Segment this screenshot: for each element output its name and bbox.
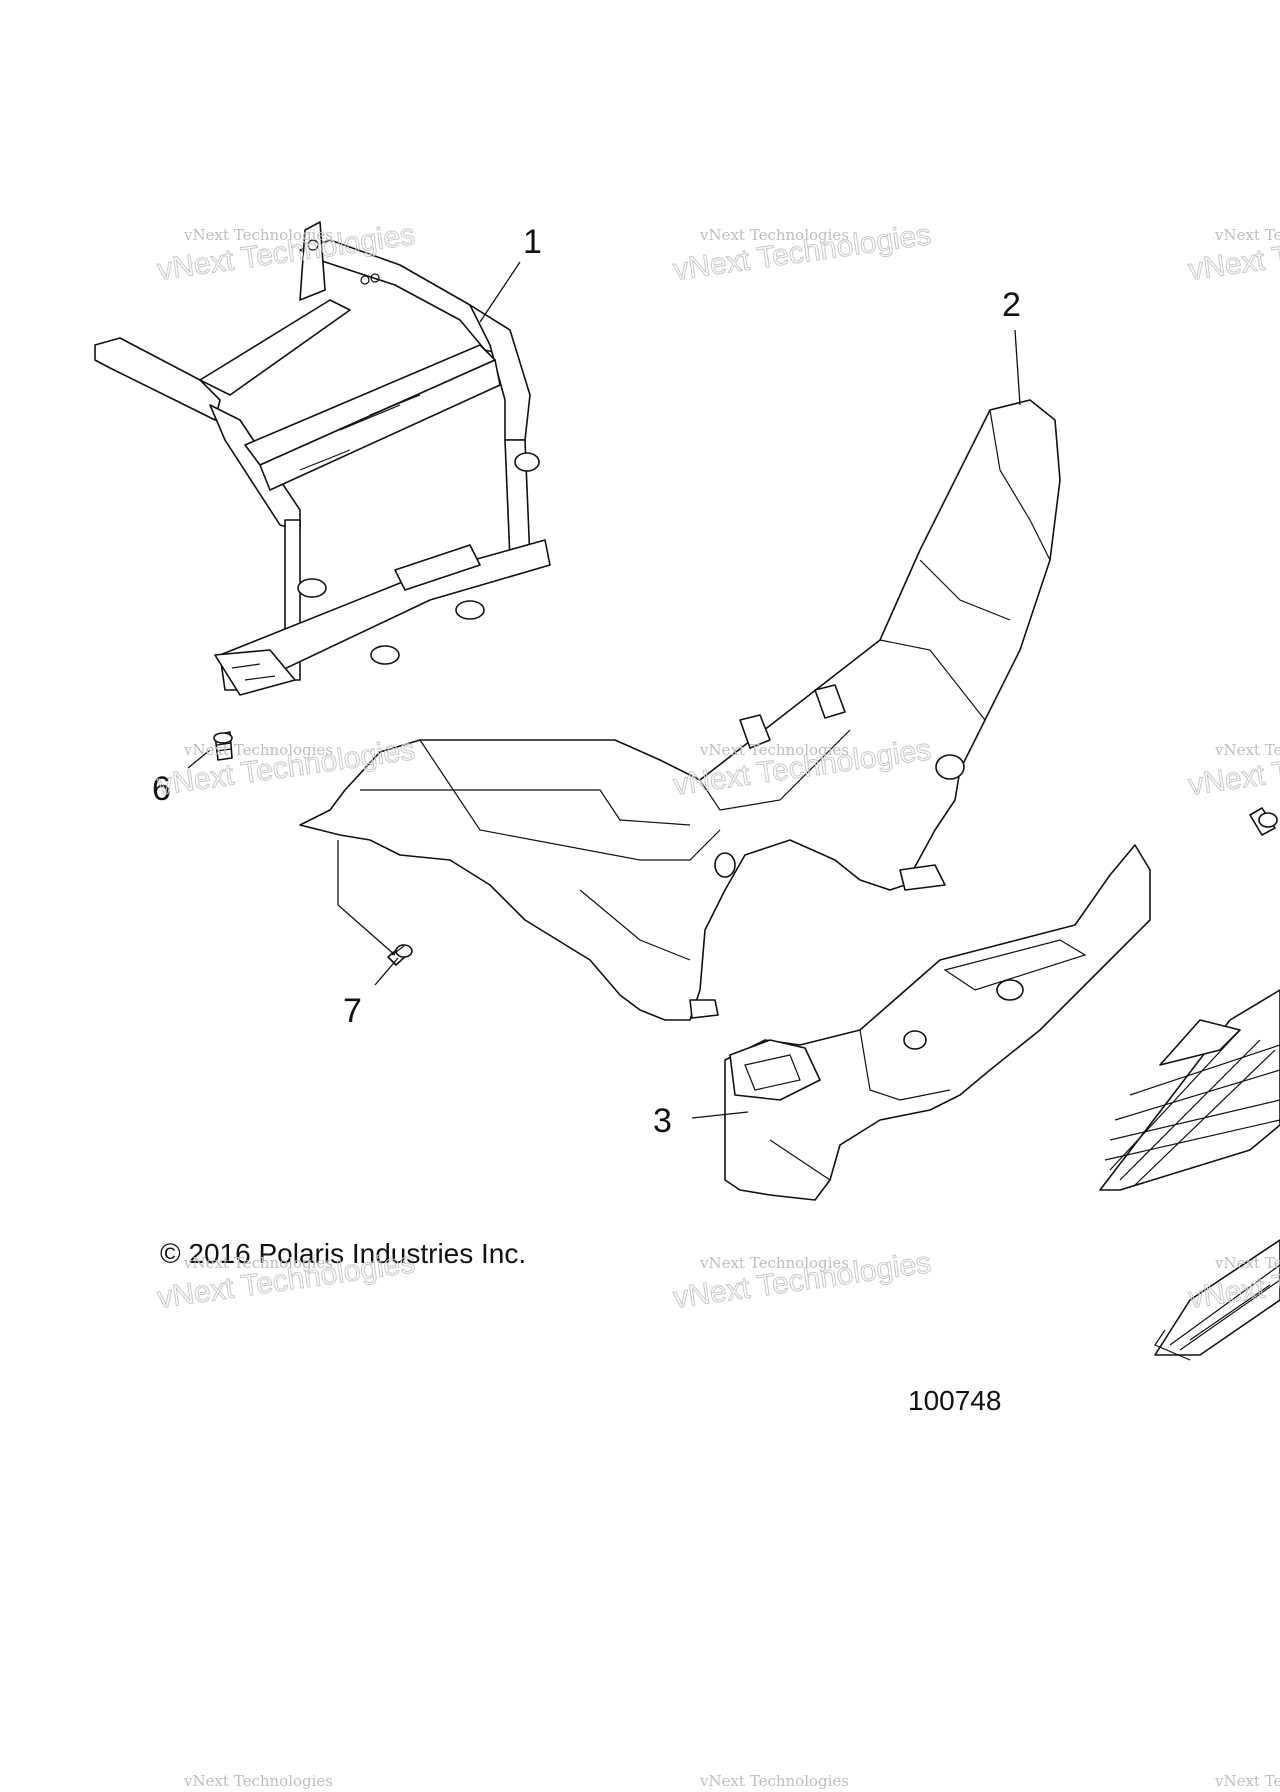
watermark: vNext Technologies vNext Technologies — [155, 1246, 418, 1316]
callout-2: 2 — [1002, 286, 1021, 324]
svg-text:vNext Technologies: vNext Technologies — [699, 1772, 849, 1790]
leader-6 — [187, 749, 211, 769]
copyright-notice: © 2016 Polaris Industries Inc. — [160, 1238, 526, 1269]
watermark: vNext Technologies vNext Technologies — [671, 1246, 934, 1316]
watermark: vNext Technologies — [699, 1772, 849, 1790]
watermark: vNext Technologies vNext Technologies — [671, 218, 934, 288]
part-2-front-body-panel[interactable] — [299, 399, 1061, 1021]
callout-3: 3 — [653, 1102, 672, 1140]
watermark: vNext Technologies vNext Technologies — [1186, 218, 1280, 288]
watermark: vNext Technologies — [1214, 1772, 1280, 1790]
leader-1 — [479, 261, 521, 323]
svg-text:vNext Technologies: vNext Technologies — [183, 226, 333, 244]
leader-7a — [337, 840, 396, 956]
watermark: vNext Technologies vNext Technologies — [1186, 733, 1280, 803]
watermark: vNext Technologies vNext Technologies — [1186, 1246, 1280, 1316]
leader-7b — [374, 957, 399, 986]
svg-text:vNext Technologies: vNext Technologies — [699, 1254, 849, 1272]
svg-text:vNext Technologies: vNext Technologies — [183, 1254, 333, 1272]
callout-7: 7 — [343, 992, 362, 1030]
leader-lines — [187, 261, 1021, 1119]
svg-text:vNext Technologies: vNext Technologies — [699, 741, 849, 759]
part-1-rack-frame[interactable] — [94, 221, 551, 696]
callout-6: 6 — [152, 770, 171, 808]
svg-text:vNext Technologies: vNext Technologies — [183, 1772, 333, 1790]
part-7-bolt[interactable] — [387, 944, 413, 966]
figure-number: 100748 — [908, 1385, 1001, 1416]
leader-3 — [691, 1111, 749, 1119]
svg-text:vNext Technologies: vNext Technologies — [1214, 1254, 1280, 1272]
svg-text:vNext Technologies: vNext Technologies — [183, 741, 333, 759]
watermark: vNext Technologies — [183, 1772, 333, 1790]
svg-text:vNext Technologies: vNext Technologies — [699, 226, 849, 244]
grille-panel[interactable] — [1099, 989, 1280, 1191]
part-3-lower-bumper[interactable] — [724, 844, 1151, 1201]
svg-text:vNext Technologies: vNext Technologies — [1214, 226, 1280, 244]
callout-1: 1 — [523, 223, 542, 261]
lower-grille-panel[interactable] — [1154, 1239, 1280, 1361]
part-6-bolt[interactable] — [213, 731, 233, 761]
leader-2 — [1014, 329, 1021, 406]
svg-text:vNext Technologies: vNext Technologies — [1214, 741, 1280, 759]
right-edge-bolt[interactable] — [1249, 807, 1278, 836]
watermark: vNext Technologies vNext Technologies — [671, 733, 934, 803]
svg-text:vNext Technologies: vNext Technologies — [1214, 1772, 1280, 1790]
